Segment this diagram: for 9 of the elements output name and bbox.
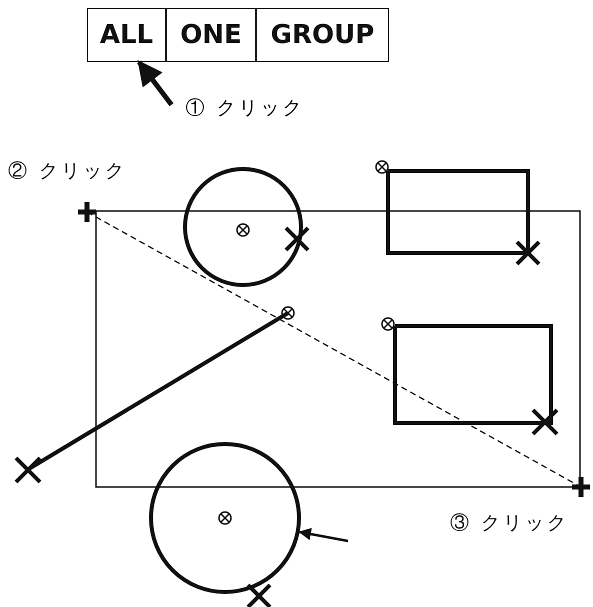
step-label: ③ クリック: [450, 511, 570, 536]
mode-button: ALL: [87, 8, 166, 62]
circle-shape: [149, 442, 301, 594]
step-label: ① クリック: [170, 92, 320, 124]
mode-button: GROUP: [256, 8, 389, 62]
mode-button: ONE: [166, 8, 256, 62]
leader-arrow: [137, 60, 174, 106]
step-label: ② クリック: [8, 159, 128, 184]
pointer-arrow: [298, 528, 348, 542]
